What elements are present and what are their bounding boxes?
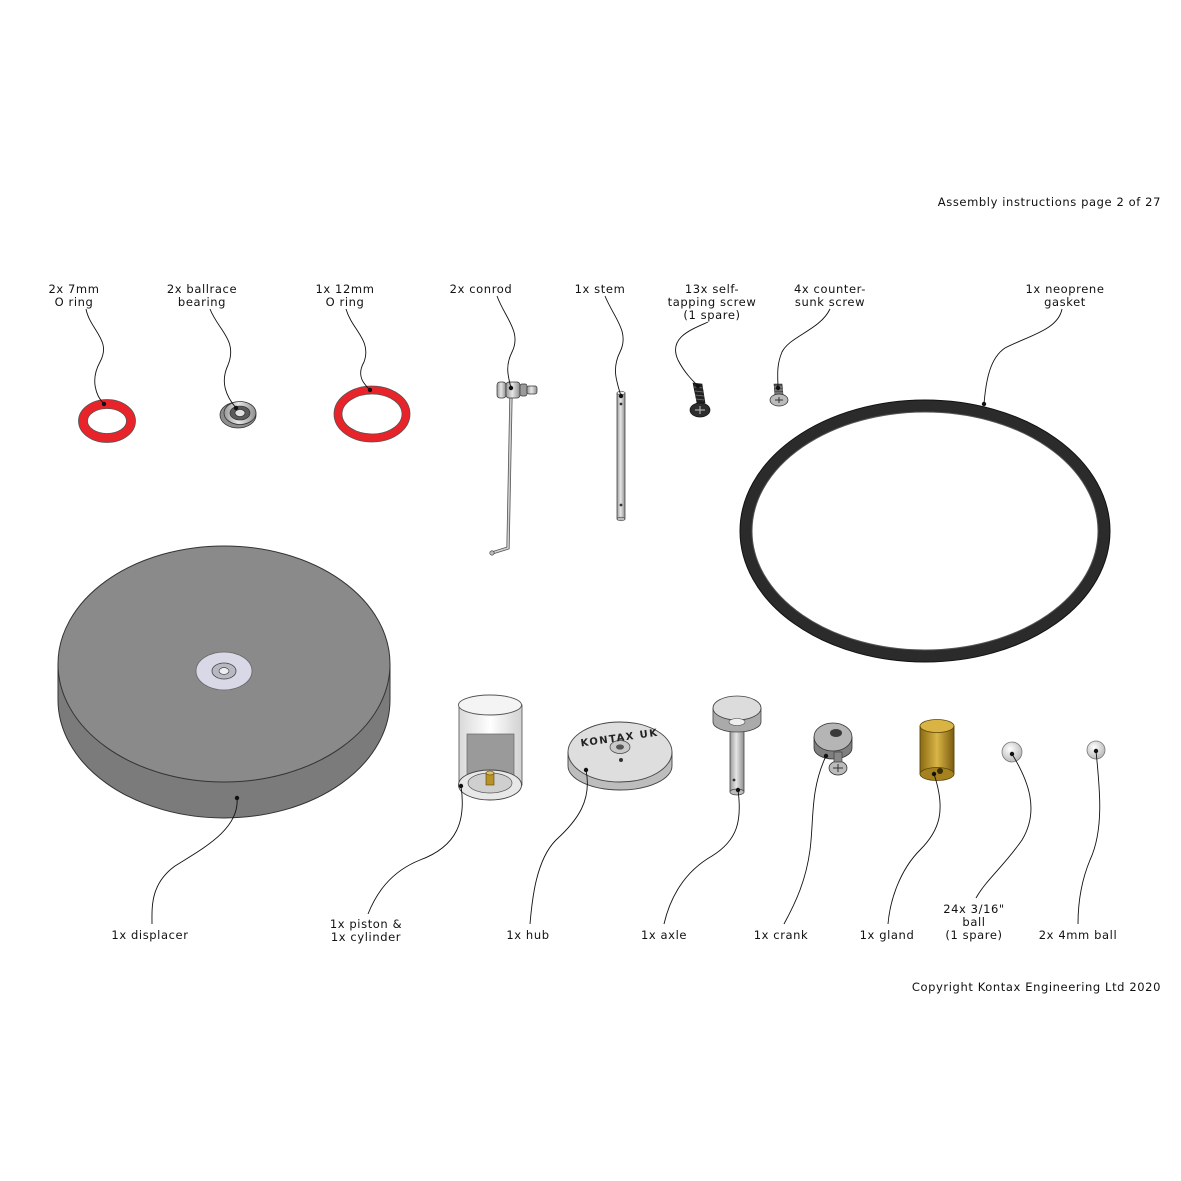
crank-part — [813, 722, 853, 776]
conrod-part — [489, 381, 538, 556]
gland-part — [919, 719, 955, 781]
label-piston-cylinder: 1x piston &1x cylinder — [329, 917, 403, 944]
oring-7mm-part — [78, 399, 136, 443]
oring-12mm-shape — [334, 386, 410, 442]
axle-part — [712, 695, 762, 796]
label-gland: 1x gland — [859, 928, 915, 942]
label-conrod: 2x conrod — [449, 282, 513, 296]
neoprene-gasket-part — [739, 399, 1111, 663]
hub-part: KONTAX UK — [567, 721, 673, 791]
page-info: Assembly instructions page 2 of 27 — [937, 195, 1161, 209]
label-crank: 1x crank — [753, 928, 809, 942]
label-ball-4mm: 2x 4mm ball — [1038, 928, 1118, 942]
copyright-notice: Copyright Kontax Engineering Ltd 2020 — [911, 980, 1161, 994]
label-countersunk-screw: 4x counter-sunk screw — [793, 282, 867, 309]
stem-part — [616, 390, 626, 522]
leader-tips — [101, 383, 1099, 801]
label-hub: 1x hub — [506, 928, 550, 942]
oring-12mm-part — [333, 385, 411, 443]
oring-7mm-shape — [78, 399, 136, 443]
displacer-part — [57, 545, 391, 819]
label-stem: 1x stem — [574, 282, 626, 296]
gasket-ring — [740, 400, 1110, 662]
label-displacer: 1x displacer — [111, 928, 189, 942]
label-self-tapping-screw: 13x self-tapping screw(1 spare) — [667, 282, 757, 322]
label-axle: 1x axle — [640, 928, 688, 942]
ballrace-bearing-part — [219, 401, 257, 429]
self-tapping-screw-part — [689, 382, 711, 418]
piston-cylinder-part — [458, 694, 523, 801]
leader-lines — [85, 295, 1101, 925]
label-ball-3-16: 24x 3/16"ball(1 spare) — [943, 902, 1005, 942]
